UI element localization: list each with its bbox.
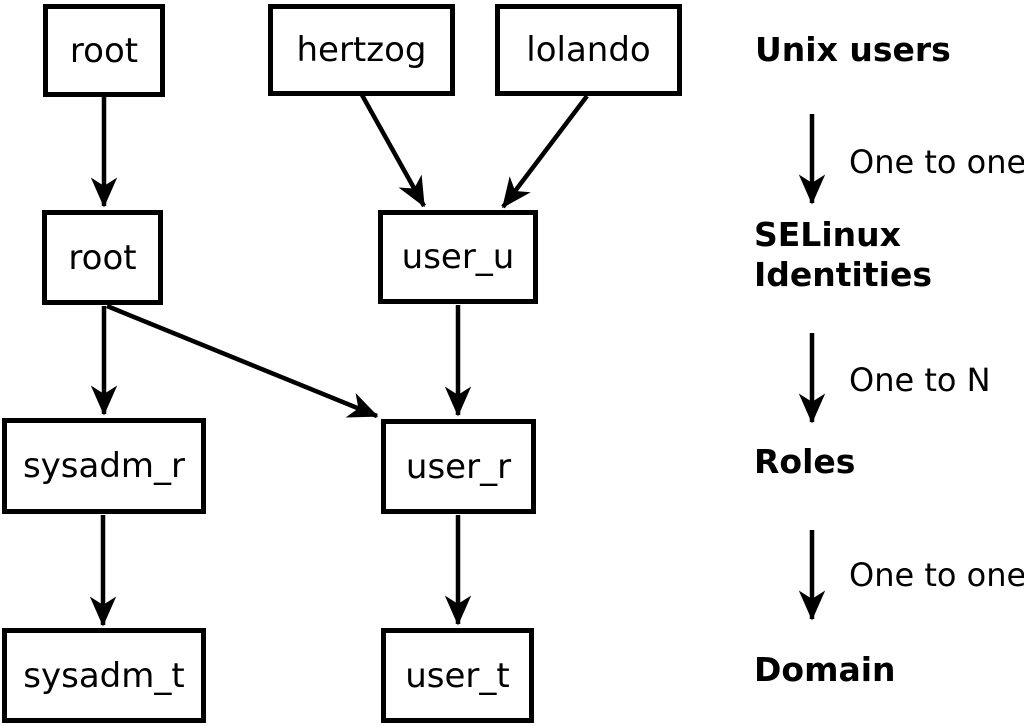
arrow-lolando-to-useru bbox=[501, 94, 589, 209]
node-root-unix: root bbox=[43, 4, 165, 97]
node-hertzog-label: hertzog bbox=[296, 30, 427, 70]
legend-one-to-n: One to N bbox=[849, 361, 991, 399]
node-user-u-label: user_u bbox=[401, 237, 515, 277]
node-user-t-label: user_t bbox=[405, 655, 510, 696]
node-sysadm-r-label: sysadm_r bbox=[22, 446, 186, 486]
legend-one-to-one-1: One to one bbox=[849, 143, 1024, 181]
node-sysadm-t-label: sysadm_t bbox=[23, 655, 185, 696]
node-hertzog: hertzog bbox=[268, 4, 455, 96]
node-root-unix-label: root bbox=[69, 30, 139, 71]
node-lolando: lolando bbox=[495, 4, 682, 96]
arrow-hertzog-to-useru bbox=[360, 93, 426, 208]
arrow-rootselinux-to-userr bbox=[106, 303, 379, 419]
node-user-u: user_u bbox=[378, 210, 538, 304]
node-root-selinux-label: root bbox=[68, 237, 137, 278]
legend-selinux-identities: SELinux Identities bbox=[754, 215, 932, 294]
node-root-selinux: root bbox=[42, 210, 163, 305]
node-user-r-label: user_r bbox=[405, 446, 512, 487]
node-user-r: user_r bbox=[381, 419, 536, 514]
node-sysadm-t: sysadm_t bbox=[2, 628, 206, 723]
legend-one-to-one-2: One to one bbox=[849, 556, 1024, 594]
legend-domain: Domain bbox=[754, 650, 896, 689]
legend-unix-users: Unix users bbox=[755, 30, 951, 69]
node-lolando-label: lolando bbox=[526, 30, 651, 70]
node-sysadm-r: sysadm_r bbox=[2, 418, 206, 514]
legend-roles: Roles bbox=[754, 442, 856, 481]
node-user-t: user_t bbox=[381, 628, 534, 723]
